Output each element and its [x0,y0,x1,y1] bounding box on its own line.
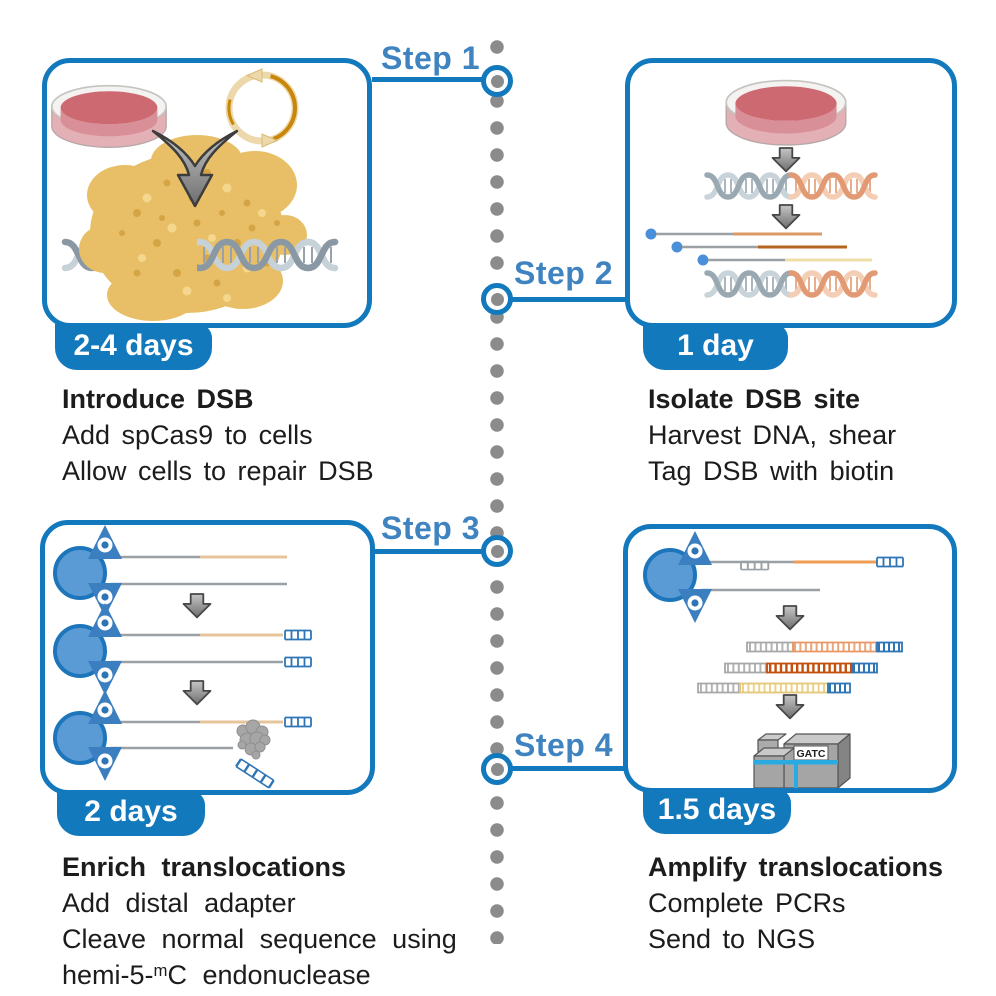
petri-dish-icon [50,84,168,149]
endo-post: C endonuclease [167,960,371,990]
adapter-icon [678,589,712,623]
sequencer-icon: GATC [753,733,851,788]
endo-pre: hemi-5- [62,960,154,990]
step-4-label: Step 4 [514,727,614,763]
step-2-line: Tag DSB with biotin [648,456,895,486]
pcr-product-row [746,641,903,653]
down-arrow-icon [182,593,212,619]
step-3-line: Add distal adapter [62,888,296,918]
pcr-product-row [724,662,878,674]
step-2-connector [510,297,626,302]
plasmid-icon [225,68,299,148]
step-3-node [481,535,513,567]
step-3-line-endonuclease: hemi-5-mC endonuclease [62,957,457,996]
step-3-line: Cleave normal sequence using [62,924,457,954]
step-1-line: Add spCas9 to cells [62,420,313,450]
step-4-connector [510,766,624,771]
step-3-title: Enrich translocations [62,852,347,882]
step-1-description: Introduce DSB Add spCas9 to cells Allow … [62,381,374,489]
pcr-products [697,641,903,694]
step-4-panel: GATC [623,524,957,793]
step-3-connector [375,549,484,554]
step-3-description: Enrich translocations Add distal adapter… [62,849,457,996]
step-3-panel [40,520,375,795]
step-1-label: Step 1 [380,40,480,76]
step-2-label: Step 2 [514,255,614,291]
bead-capture-row [53,690,312,789]
step-2-title: Isolate DSB site [648,384,861,414]
biotin-dot-icon [645,228,657,240]
biotin-tagged-fragments [645,228,872,266]
adapter-icon [678,531,712,565]
step-1-duration-badge: 2-4 days [55,324,212,370]
timeline-dotted-line [490,40,504,944]
step-3-node-dot [490,544,504,558]
adapter-icon [88,747,122,781]
down-arrow-icon [775,694,805,720]
step-1-title: Introduce DSB [62,384,254,414]
dna-helix-icon [704,270,878,298]
step-4-line: Send to NGS [648,924,816,954]
comb-adapter-icon [284,629,312,641]
step-2-duration-badge: 1 day [643,324,788,370]
step-1-node-dot [490,74,504,88]
cas9-protein-icon [79,135,307,321]
cleaved-comb-icon [235,757,275,789]
pcr-product-row [697,682,851,694]
step-2-description: Isolate DSB site Harvest DNA, shear Tag … [648,381,896,489]
down-arrow-icon [771,147,801,173]
step-2-line: Harvest DNA, shear [648,420,897,450]
merge-arrow-icon [151,129,239,208]
bead-capture-row [53,603,312,695]
bead-capture-row [643,531,904,623]
endo-sup: m [153,961,168,981]
down-arrow-icon [182,680,212,706]
adapter-icon [88,661,122,695]
step-1-panel [42,58,372,328]
step-2-illustration [645,79,878,298]
down-arrow-icon [771,204,801,230]
step-3-duration-badge: 2 days [57,791,205,836]
sequencer-label: GATC [797,748,826,760]
step-1-node [481,65,513,97]
comb-adapter-icon [284,716,312,728]
comb-adapter-icon [284,656,312,668]
step-3-label: Step 3 [380,510,480,546]
step-2-node-dot [490,292,504,306]
adapter-icon [88,603,122,637]
step-2-panel [625,58,957,328]
step-4-node [481,753,513,785]
biotin-dot-icon [671,241,683,253]
adapter-icon [88,525,122,559]
down-arrow-icon [775,605,805,631]
step-4-description: Amplify translocations Complete PCRs Sen… [648,849,943,957]
step-4-title: Amplify translocations [648,852,944,882]
step-3-illustration [53,525,312,789]
step-4-line: Complete PCRs [648,888,846,918]
comb-adapter-icon [876,556,904,568]
step-4-illustration: GATC [643,531,904,788]
bead-capture-row [53,525,287,617]
endonuclease-protein-icon [236,719,271,760]
step-1-illustration [50,68,367,321]
step-1-line: Allow cells to repair DSB [62,456,374,486]
petri-dish-icon [725,79,847,146]
step-4-duration-badge: 1.5 days [643,789,791,834]
biotin-dot-icon [697,254,709,266]
adapter-icon [88,690,122,724]
step-4-node-dot [490,762,504,776]
step-2-node [481,283,513,315]
step-1-connector [372,77,484,82]
dna-helix-icon [704,172,878,200]
